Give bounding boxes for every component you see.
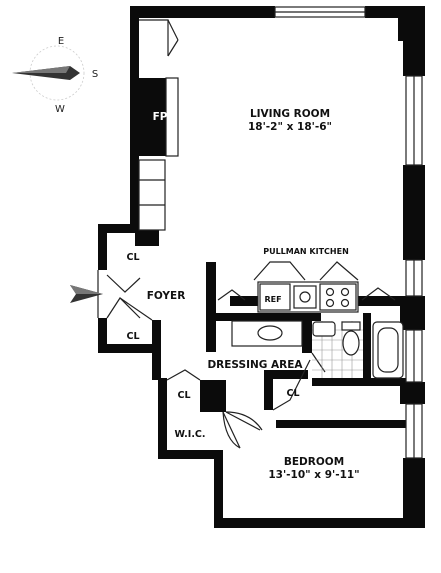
compass-arrow-highlight [12, 66, 70, 73]
closet-label-1: CL [126, 252, 139, 263]
compass-west: W [55, 104, 65, 115]
entry-arrow-icon [70, 285, 103, 303]
windows [274, 6, 423, 459]
bathroom-fixtures [312, 321, 404, 379]
doors [97, 19, 326, 449]
compass-east: E [58, 36, 64, 47]
compass: E S W [12, 36, 98, 115]
dressing-area-label: DRESSING AREA [207, 359, 303, 371]
compass-south: S [92, 69, 98, 80]
foyer-label: FOYER [147, 290, 186, 302]
closet-label-3: CL [177, 390, 190, 401]
room-labels: LIVING ROOM 18'-2" x 18'-6" FP PULLMAN K… [126, 108, 359, 481]
walls [98, 6, 425, 528]
living-room-dimensions: 18'-2" x 18'-6" [248, 121, 332, 133]
vanity [231, 320, 303, 347]
refrigerator-label: REF [264, 295, 281, 304]
fireplace-label: FP [153, 111, 168, 123]
bedroom-label: BEDROOM [284, 456, 344, 468]
kitchen-fixtures [217, 261, 396, 313]
closet-label-2: CL [126, 331, 139, 342]
living-room-label: LIVING ROOM [250, 108, 330, 120]
bedroom-dimensions: 13'-10" x 9'-11" [268, 469, 359, 481]
walk-in-closet-label: W.I.C. [174, 429, 205, 440]
closet-label-4: CL [286, 388, 299, 399]
kitchen-label: PULLMAN KITCHEN [263, 247, 349, 256]
